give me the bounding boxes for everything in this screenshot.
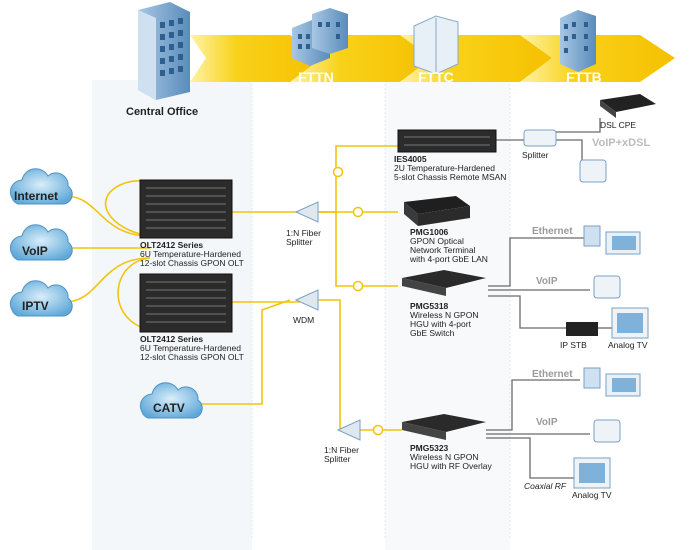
internet-label: Internet [14,189,59,203]
ies-line2: 5-slot Chassis Remote MSAN [394,171,507,182]
analog-tv-2-icon [573,457,611,489]
fiber-splitter-1-icon [294,201,319,223]
fttc-label: FTTC [418,69,454,85]
phone-dsl-icon [579,159,607,183]
olt-chassis-2-icon [139,273,233,333]
computer-1-icon [583,225,641,255]
voip-label-2: VoIP [536,417,558,428]
dsl-splitter-icon [523,129,557,147]
splitter2-line1: 1:N Fiber [324,445,359,455]
pmg5323-icon [402,414,486,440]
iptv-cloud-icon [9,280,73,317]
olt2-caption: OLT2412 Series 6U Temperature-Hardened 1… [140,335,244,362]
pmg5318-caption: PMG5318 Wireless N GPON HGU with 4-port … [410,302,478,338]
pmg5318-line3: GbE Switch [410,327,455,338]
ies-name: IES4005 [394,154,427,164]
voip-label: VoIP [22,244,48,258]
ethernet-label-2: Ethernet [532,369,573,380]
analog-tv-label-2: Analog TV [572,490,612,500]
pmg1006-line1: GPON Optical [410,235,464,246]
internet-cloud-icon [9,168,73,205]
voip-cloud-icon [9,224,73,261]
copper-links [486,118,612,479]
ethernet-label-1: Ethernet [532,226,573,237]
fttn-buildings-icon [292,8,348,66]
fttc-zone [385,80,510,550]
pmg5323-name: PMG5323 [410,443,449,453]
ip-stb-label: IP STB [560,340,587,350]
pmg1006-line3: with 4-port GbE LAN [410,253,488,264]
olt1-caption: OLT2412 Series 6U Temperature-Hardened 1… [140,241,244,268]
catv-label: CATV [153,401,185,415]
pmg5318-icon [402,270,486,296]
fiber-splitter-2-icon [336,419,361,441]
analog-tv-1-icon [611,307,649,339]
pmg1006-icon [404,196,470,226]
splitter1-line2: Splitter [286,236,313,247]
splitter1-caption: 1:N Fiber Splitter [286,229,321,247]
voip-label-1: VoIP [536,276,558,287]
coaxial-rf-label: Coaxial RF [524,481,567,491]
ies-line1: 2U Temperature-Hardened [394,162,495,173]
wdm-icon [294,289,319,311]
fttc-cabinet-icon [413,15,459,75]
pmg5323-line1: Wireless N GPON [410,451,479,462]
pmg5318-line2: HGU with 4-port [410,318,471,329]
olt2-name: OLT2412 Series [140,334,204,344]
splitter2-caption: 1:N Fiber Splitter [324,446,359,464]
pmg5323-caption: PMG5323 Wireless N GPON HGU with RF Over… [410,444,492,471]
central-office-building-icon [138,2,190,100]
fttb-building-icon [560,10,596,72]
fiber-connectors [332,166,384,436]
splitter2-line2: Splitter [324,453,351,464]
olt1-line2: 12-slot Chassis GPON OLT [140,257,244,268]
iptv-label: IPTV [22,299,49,313]
voip-xdsl-label: VoIP+xDSL [592,137,651,149]
olt1-line1: 6U Temperature-Hardened [140,248,241,259]
pmg1006-name: PMG1006 [410,227,449,237]
pmg5323-line2: HGU with RF Overlay [410,460,492,471]
pmg5318-line1: Wireless N GPON [410,309,479,320]
catv-cloud-icon [139,382,203,419]
fttn-label: FTTN [298,69,334,85]
ies-caption: IES4005 2U Temperature-Hardened 5-slot C… [394,155,506,182]
olt2-line2: 12-slot Chassis GPON OLT [140,351,244,362]
analog-tv-label-1: Analog TV [608,340,648,350]
dsl-cpe-icon [600,94,656,118]
phone-1-icon [593,275,621,299]
wdm-label: WDM [293,315,315,325]
ies4005-chassis-icon [397,129,497,153]
phone-2-icon [593,419,621,443]
olt-chassis-1-icon [139,179,233,239]
fttb-label: FTTB [566,69,602,85]
splitter1-line1: 1:N Fiber [286,228,321,238]
ip-stb-icon [566,322,598,336]
pmg1006-caption: PMG1006 GPON Optical Network Terminal wi… [410,228,488,264]
olt1-name: OLT2412 Series [140,240,204,250]
pmg5318-name: PMG5318 [410,301,449,311]
dsl-splitter-label: Splitter [522,150,549,160]
central-office-label: Central Office [126,106,199,118]
dsl-cpe-label: DSL CPE [600,120,637,130]
olt2-line1: 6U Temperature-Hardened [140,342,241,353]
computer-2-icon [583,367,641,397]
pmg1006-line2: Network Terminal [410,244,476,255]
